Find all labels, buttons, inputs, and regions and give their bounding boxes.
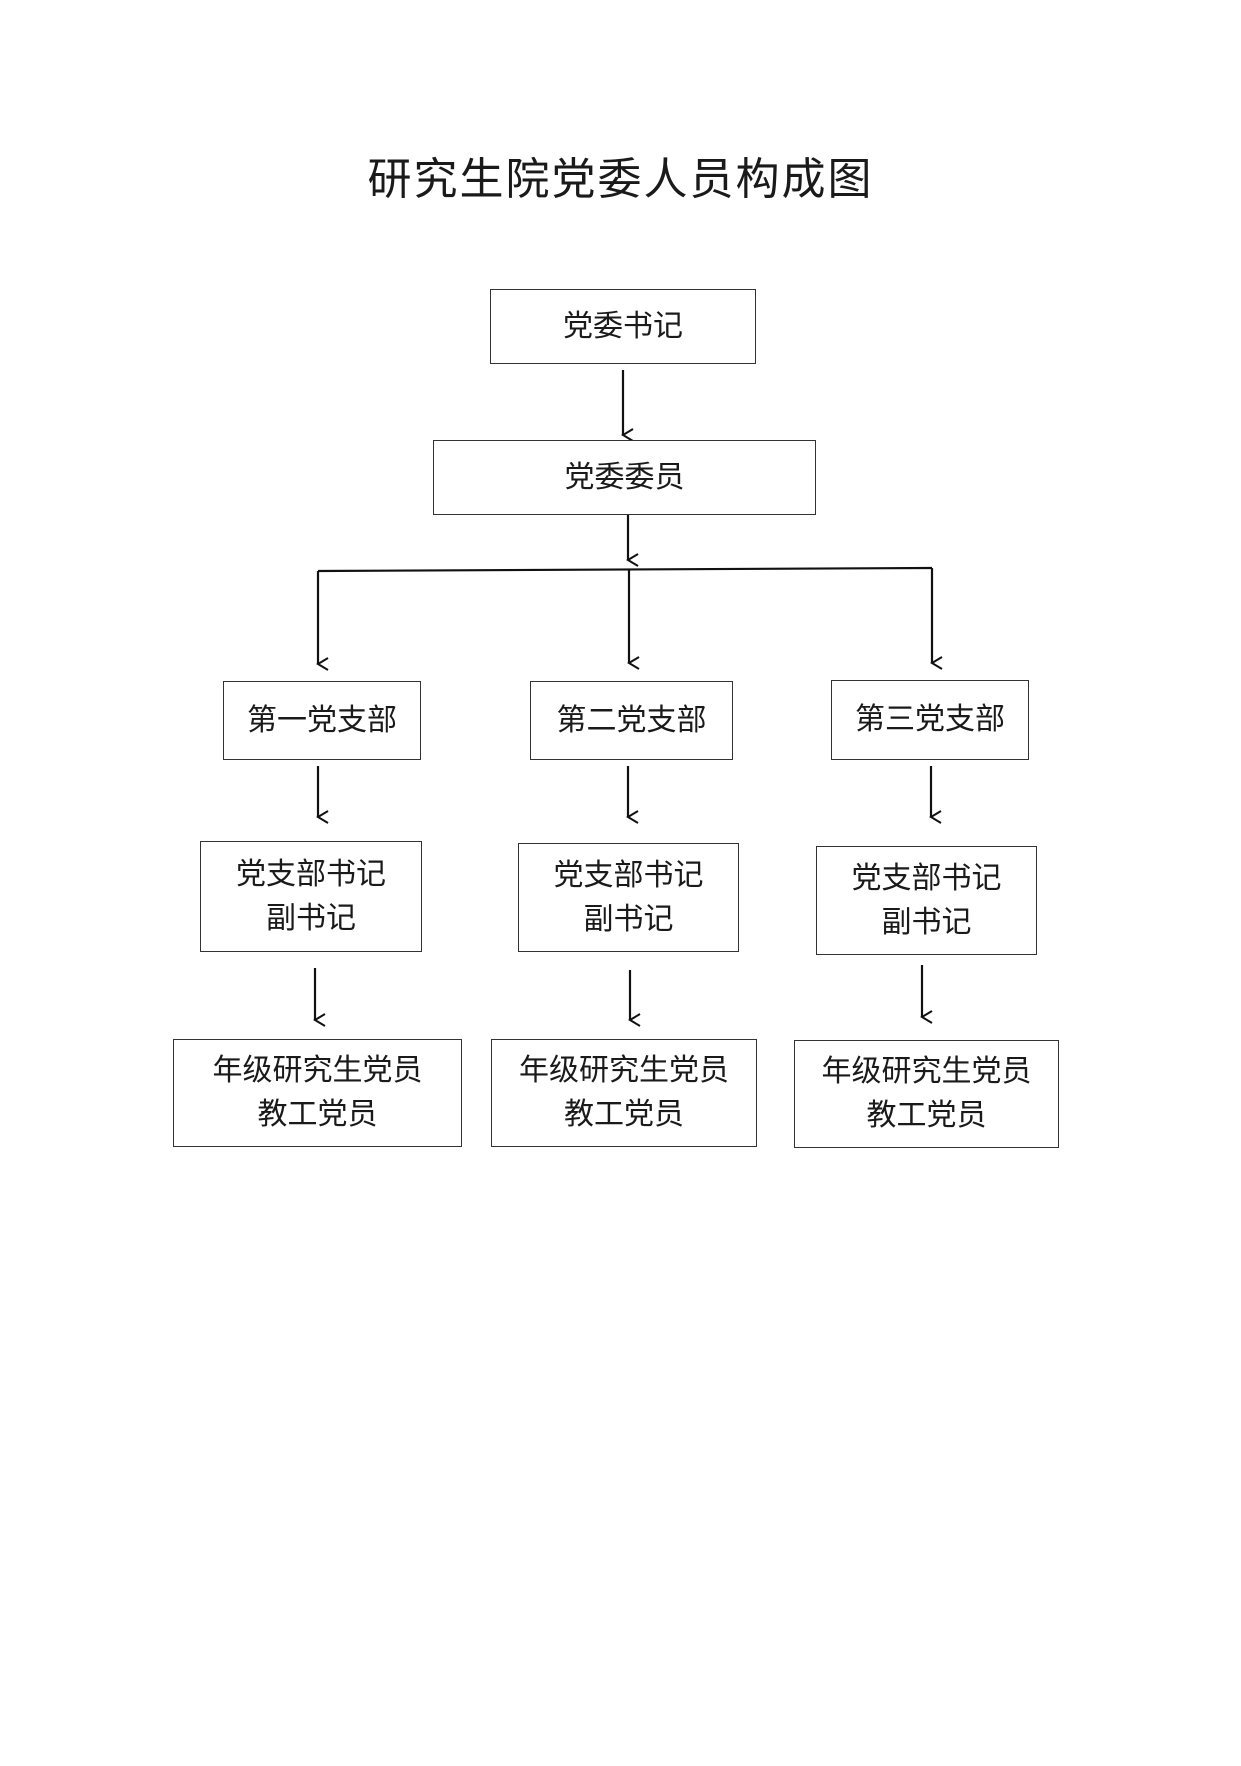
branch-1-members-box: 年级研究生党员 教工党员 — [173, 1039, 462, 1147]
branch-2-student-members-label: 年级研究生党员 — [519, 1053, 729, 1088]
branch-3-student-members-label: 年级研究生党员 — [821, 1054, 1032, 1089]
branch-1-label: 第一党支部 — [247, 702, 397, 738]
branch-2-label: 第二党支部 — [556, 702, 707, 738]
party-secretary-box: 党委书记 — [490, 289, 756, 364]
page-title: 研究生院党委人员构成图 — [367, 154, 874, 205]
committee-members-label: 党委委员 — [564, 459, 685, 495]
branch-3-staff-members-label: 教工党员 — [866, 1098, 987, 1133]
branch-3-leaders-box: 党支部书记 副书记 — [816, 846, 1037, 955]
branch-2-secretary-label: 党支部书记 — [553, 857, 704, 893]
branch-3-secretary-label: 党支部书记 — [851, 860, 1002, 896]
branch-3-members-box: 年级研究生党员 教工党员 — [794, 1040, 1059, 1148]
branch-1-deputy-label: 副书记 — [266, 900, 356, 936]
branch-2-box: 第二党支部 — [530, 681, 733, 760]
branch-3-label: 第三党支部 — [855, 702, 1005, 737]
branch-2-members-box: 年级研究生党员 教工党员 — [491, 1039, 757, 1147]
branch-1-leaders-box: 党支部书记 副书记 — [200, 841, 422, 952]
party-secretary-label: 党委书记 — [563, 308, 683, 344]
branch-1-student-members-label: 年级研究生党员 — [212, 1053, 423, 1088]
branch-2-leaders-box: 党支部书记 副书记 — [518, 843, 739, 952]
branch-3-deputy-label: 副书记 — [881, 904, 972, 940]
branch-3-box: 第三党支部 — [831, 680, 1029, 760]
branch-1-secretary-label: 党支部书记 — [236, 856, 386, 892]
branch-2-deputy-label: 副书记 — [583, 901, 674, 937]
branch-bus-line — [317, 566, 933, 573]
branch-1-staff-members-label: 教工党员 — [257, 1097, 378, 1132]
branch-2-staff-members-label: 教工党员 — [564, 1097, 684, 1132]
committee-members-box: 党委委员 — [433, 440, 816, 515]
branch-1-box: 第一党支部 — [223, 681, 421, 760]
